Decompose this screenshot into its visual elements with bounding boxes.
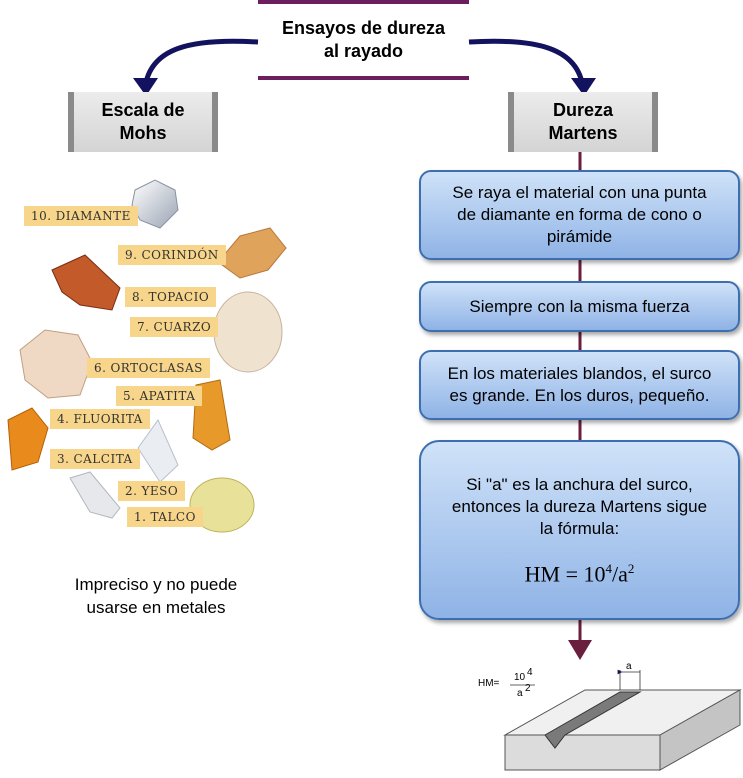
mohs-label-ortoclasas: 6.ORTOCLASAS — [87, 358, 210, 378]
martens-step-1: Se raya el material con una punta de dia… — [419, 170, 740, 260]
mineral-images — [7, 179, 287, 533]
mohs-header: Escala de Mohs — [68, 92, 218, 152]
mohs-label-calcita: 3.CALCITA — [50, 449, 140, 469]
calcita-image — [137, 418, 179, 483]
title-line-1: Ensayos de dureza — [281, 18, 446, 38]
title-bottom-bar — [258, 76, 469, 80]
mohs-label-talco: 1.TALCO — [127, 507, 203, 527]
martens-header: Dureza Martens — [508, 92, 658, 152]
fig-den-exp: 2 — [525, 683, 531, 694]
corindon-image — [217, 227, 287, 279]
title-line-2: al rayado — [323, 41, 404, 61]
mohs-header-line-1: Escala de — [101, 100, 185, 120]
martens-step-2: Siempre con la misma fuerza — [419, 281, 740, 332]
martens-header-line-1: Dureza — [552, 100, 614, 120]
ortoclasas-image — [19, 329, 93, 399]
fig-denominator: a — [517, 688, 523, 699]
martens-formula: HM = 104/a2 — [524, 561, 635, 587]
arrow-to-mohs-head — [133, 78, 158, 96]
dim-label: a — [626, 661, 632, 672]
topacio-image — [51, 254, 121, 311]
mohs-note-line-1: Impreciso y no puede — [74, 575, 238, 594]
mohs-header-line-2: Mohs — [119, 123, 167, 143]
fig-hm-label: HM= — [478, 678, 500, 689]
title-top-bar — [258, 0, 469, 4]
mohs-label-apatita: 5.APATITA — [116, 386, 203, 406]
yeso-image — [69, 471, 121, 519]
diagram-title: Ensayos de dureza al rayado — [258, 0, 469, 80]
martens-groove-figure: a HM= 10 4 a 2 — [478, 661, 742, 771]
fig-numerator: 10 — [514, 672, 526, 683]
diamante-image — [131, 179, 179, 229]
mohs-label-fluorita: 4.FLUORITA — [50, 409, 150, 429]
arrow-to-mohs — [142, 38, 259, 89]
arrow-to-martens-head — [571, 78, 596, 96]
fig-num-exp: 4 — [527, 667, 533, 678]
mohs-note: Impreciso y no puede usarse en metales — [40, 573, 272, 619]
martens-arrow-head — [568, 640, 592, 660]
martens-step-4: Si "a" es la anchura del surco, entonces… — [419, 440, 740, 620]
martens-step-3: En los materiales blandos, el surco es g… — [419, 350, 740, 420]
mohs-label-diamante: 10.DIAMANTE — [24, 206, 138, 226]
cuarzo-image — [213, 291, 283, 373]
mohs-note-line-2: usarse en metales — [86, 598, 226, 617]
martens-header-line-2: Martens — [548, 123, 618, 143]
mohs-label-cuarzo: 7.CUARZO — [130, 317, 219, 337]
mohs-label-yeso: 2.YESO — [118, 481, 186, 501]
groove-shape — [544, 691, 642, 749]
talco-image — [189, 477, 255, 533]
mohs-label-corindon: 9.CORINDÓN — [118, 245, 226, 265]
fluorita-image — [7, 407, 49, 471]
mohs-label-topacio: 8.TOPACIO — [125, 287, 217, 307]
arrow-to-martens — [468, 38, 586, 89]
